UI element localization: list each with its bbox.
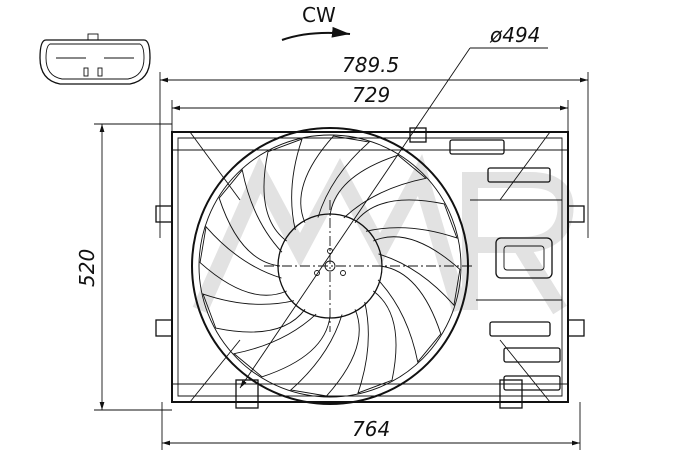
dimension-overall-width: 789.5 <box>159 53 589 238</box>
fan-blade <box>263 138 303 242</box>
rotation-label: CW <box>302 3 336 27</box>
rotation-indicator: CW <box>281 3 351 41</box>
fan-blade <box>300 135 371 223</box>
fan-blade <box>233 313 331 378</box>
fan-blade <box>357 290 397 394</box>
fan-ring-inner <box>198 134 462 398</box>
connector-plug <box>39 33 151 85</box>
fan-diameter-label: ø494 <box>489 23 540 47</box>
fan-blade <box>199 225 287 296</box>
dimension-frame-width: 729 <box>171 83 569 132</box>
fan <box>191 127 472 405</box>
frame-width-label: 729 <box>352 83 390 107</box>
dimension-fan-diameter: ø494 <box>239 23 548 389</box>
fan-shroud <box>155 127 585 409</box>
watermark <box>192 154 574 315</box>
fan-blade <box>218 169 283 267</box>
fan-hub <box>277 213 383 319</box>
height-label: 520 <box>75 249 99 287</box>
fan-blade <box>289 309 360 397</box>
fan-blade <box>377 265 442 363</box>
overall-width-label: 789.5 <box>342 53 399 77</box>
fan-blade <box>373 236 461 307</box>
rotation-arrow <box>281 26 351 41</box>
fan-blade <box>202 293 306 333</box>
fan-blade <box>354 199 458 239</box>
bottom-width-label: 764 <box>352 417 390 441</box>
fan-blades <box>199 135 461 397</box>
dimension-height: 520 <box>75 123 172 411</box>
dimension-bottom-width: 764 <box>161 402 581 450</box>
